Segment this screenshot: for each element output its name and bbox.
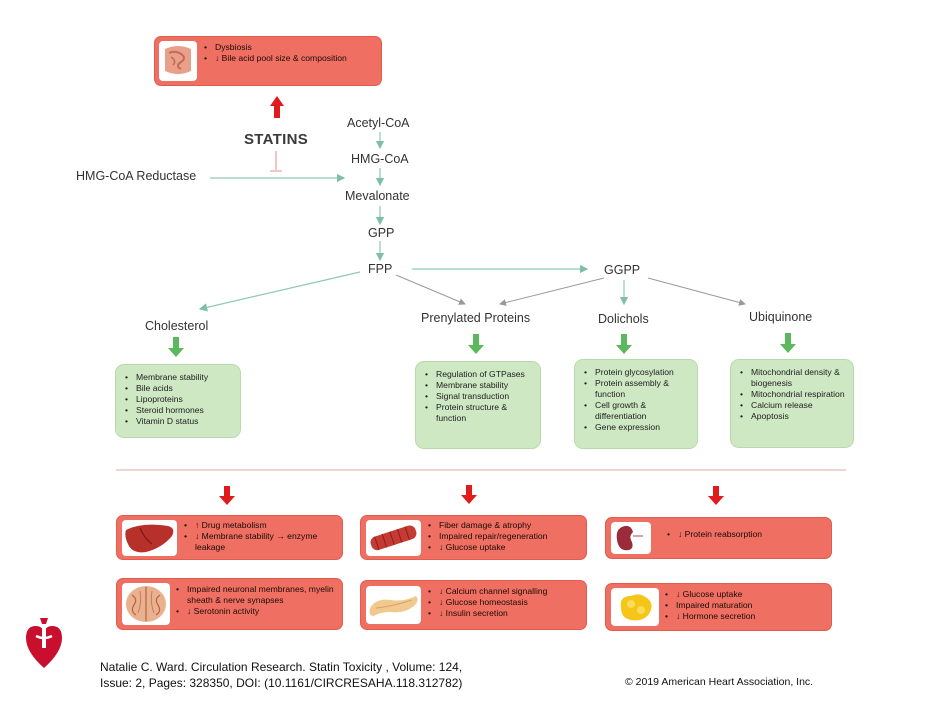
cholesterol-function: Vitamin D status [122,416,234,427]
cholesterol-functions-box: Membrane stability Bile acids Lipoprotei… [115,364,241,438]
cholesterol-function: Steroid hormones [122,405,234,416]
pancreas-effect: ↓ Insulin secretion [425,608,583,619]
prenylated-function: Signal transduction [422,391,536,402]
gut-item: Dysbiosis [201,42,377,53]
muscle-effect: Impaired repair/regeneration [425,531,583,542]
hmg-coa-node: HMG-CoA [351,152,409,166]
green-arrow-ubiquinone [780,333,796,353]
brain-effect: Impaired neuronal membranes, myelin shea… [173,584,339,606]
red-arrow-down-left [219,486,235,505]
citation-line-2: Issue: 2, Pages: 328350, DOI: (10.1161/C… [100,676,463,690]
gpp-node: GPP [368,226,395,240]
ubiquinone-functions-list: Mitochondrial density & biogenesis Mitoc… [737,367,851,422]
citation-line-1: Natalie C. Ward. Circulation Research. S… [100,660,463,674]
liver-effects-list: ↑ Drug metabolism ↓ Membrane stability →… [181,520,339,553]
dolichols-functions-list: Protein glycosylation Protein assembly &… [581,367,693,433]
pancreas-effect: ↓ Glucose homeostasis [425,597,583,608]
green-arrow-prenylated [468,334,484,354]
ubiquinone-functions-box: Mitochondrial density & biogenesis Mitoc… [730,359,854,448]
kidney-effects-list: ↓ Protein reabsorption [664,529,824,540]
ubiquinone-function: Mitochondrial density & biogenesis [737,367,851,389]
cholesterol-function: Membrane stability [122,372,234,383]
reductase-label: HMG-CoA Reductase [76,169,197,183]
gut-effects-box: Dysbiosis ↓ Bile acid pool size & compos… [154,36,382,86]
muscle-icon [366,520,421,556]
cholesterol-functions-list: Membrane stability Bile acids Lipoprotei… [122,372,234,427]
liver-icon [122,520,177,556]
adipose-effect: Impaired maturation [662,600,828,611]
prenylated-function: Membrane stability [422,380,536,391]
citation: Natalie C. Ward. Circulation Research. S… [100,659,462,691]
mevalonate-node: Mevalonate [345,189,410,203]
muscle-effect: Fiber damage & atrophy [425,520,583,531]
green-arrow-cholesterol [168,337,184,357]
gut-item: ↓ Bile acid pool size & composition [201,53,377,64]
adipose-effect: ↓ Hormone secretion [662,611,828,622]
pancreas-icon [366,586,421,624]
copyright: © 2019 American Heart Association, Inc. [625,676,814,688]
arrow-ggpp-ubiquinone [647,277,746,306]
intestine-icon [159,41,197,81]
ubiquinone-function: Apoptosis [737,411,851,422]
adipose-icon [611,588,659,626]
prenylated-functions-list: Regulation of GTPases Membrane stability… [422,369,536,424]
dolichols-label: Dolichols [598,312,649,326]
cholesterol-function: Bile acids [122,383,234,394]
red-arrow-up [270,96,284,118]
prenylated-functions-box: Regulation of GTPases Membrane stability… [415,361,541,449]
dolichols-functions-box: Protein glycosylation Protein assembly &… [574,359,698,449]
muscle-effects-list: Fiber damage & atrophy Impaired repair/r… [425,520,583,553]
ubiquinone-function: Mitochondrial respiration [737,389,851,400]
acetyl-coa-node: Acetyl-CoA [347,116,410,130]
ubiquinone-label: Ubiquinone [749,310,813,324]
red-arrow-down-middle [461,485,477,504]
liver-effect: ↓ Membrane stability → enzyme leakage [181,531,339,553]
arrow-fpp-cholesterol [198,271,361,312]
statins-label: STATINS [244,131,309,148]
dolichols-function: Protein assembly & function [581,378,693,400]
pancreas-effects-list: ↓ Calcium channel signalling ↓ Glucose h… [425,586,583,619]
dolichols-function: Cell growth & differentiation [581,400,693,422]
muscle-effects-box: Fiber damage & atrophy Impaired repair/r… [360,515,587,560]
arrow-fpp-prenylated [395,274,466,305]
brain-effects-box: Impaired neuronal membranes, myelin shea… [116,578,343,630]
adipose-effect: ↓ Glucose uptake [662,589,828,600]
liver-effect: ↑ Drug metabolism [181,520,339,531]
pancreas-effect: ↓ Calcium channel signalling [425,586,583,597]
adipose-effects-list: ↓ Glucose uptake Impaired maturation ↓ H… [662,589,828,622]
gut-effects-list: Dysbiosis ↓ Bile acid pool size & compos… [201,42,377,64]
fpp-node: FPP [368,262,393,276]
kidney-effect: ↓ Protein reabsorption [664,529,824,540]
arrow-ggpp-prenylated [499,277,605,306]
dolichols-function: Gene expression [581,422,693,433]
cholesterol-label: Cholesterol [145,319,209,333]
dolichols-function: Protein glycosylation [581,367,693,378]
liver-effects-box: ↑ Drug metabolism ↓ Membrane stability →… [116,515,343,560]
pancreas-effects-box: ↓ Calcium channel signalling ↓ Glucose h… [360,580,587,630]
kidney-icon [611,522,651,554]
ggpp-node: GGPP [604,263,641,277]
red-arrow-down-right [708,486,724,505]
green-arrow-dolichols [616,334,632,354]
prenylated-function: Protein structure & function [422,402,536,424]
muscle-effect: ↓ Glucose uptake [425,542,583,553]
prenylated-function: Regulation of GTPases [422,369,536,380]
ubiquinone-function: Calcium release [737,400,851,411]
brain-icon [122,583,170,625]
brain-effect: ↓ Serotonin activity [173,606,339,617]
adipose-effects-box: ↓ Glucose uptake Impaired maturation ↓ H… [605,583,832,631]
kidney-effects-box: ↓ Protein reabsorption [605,517,832,559]
prenylated-label: Prenylated Proteins [421,311,531,325]
cholesterol-function: Lipoproteins [122,394,234,405]
brain-effects-list: Impaired neuronal membranes, myelin shea… [173,584,339,617]
aha-logo-icon [22,618,66,670]
